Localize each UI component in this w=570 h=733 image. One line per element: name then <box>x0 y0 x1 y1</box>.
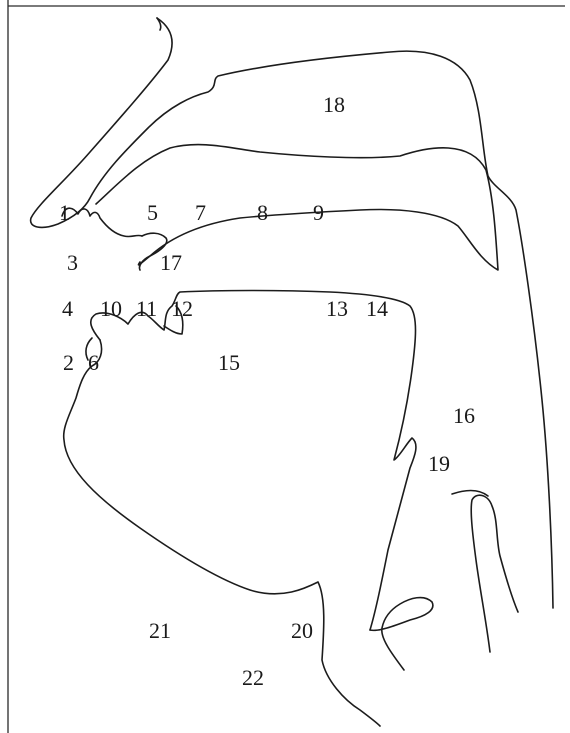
lower-lip-chin-outline <box>64 340 380 726</box>
label-10: 10 <box>100 298 122 320</box>
label-4: 4 <box>62 298 73 320</box>
label-17: 17 <box>160 252 182 274</box>
label-9: 9 <box>313 202 324 224</box>
epiglottis-outline <box>370 598 433 670</box>
label-21: 21 <box>149 620 171 642</box>
label-16: 16 <box>453 405 475 427</box>
label-2: 2 <box>63 352 74 374</box>
label-22: 22 <box>242 667 264 689</box>
label-20: 20 <box>291 620 313 642</box>
label-12: 12 <box>171 298 193 320</box>
label-6: 6 <box>88 352 99 374</box>
label-15: 15 <box>218 352 240 374</box>
upper-teeth-outline <box>62 208 142 236</box>
label-14: 14 <box>366 298 388 320</box>
pharyngeal-wall-outline <box>471 495 518 652</box>
label-5: 5 <box>147 202 158 224</box>
tongue-surface-outline <box>91 291 416 631</box>
label-1: 1 <box>59 202 70 224</box>
label-8: 8 <box>257 202 268 224</box>
label-7: 7 <box>195 202 206 224</box>
label-18: 18 <box>323 94 345 116</box>
label-3: 3 <box>67 252 78 274</box>
label-11: 11 <box>136 298 157 320</box>
label-19: 19 <box>428 453 450 475</box>
label-13: 13 <box>326 298 348 320</box>
